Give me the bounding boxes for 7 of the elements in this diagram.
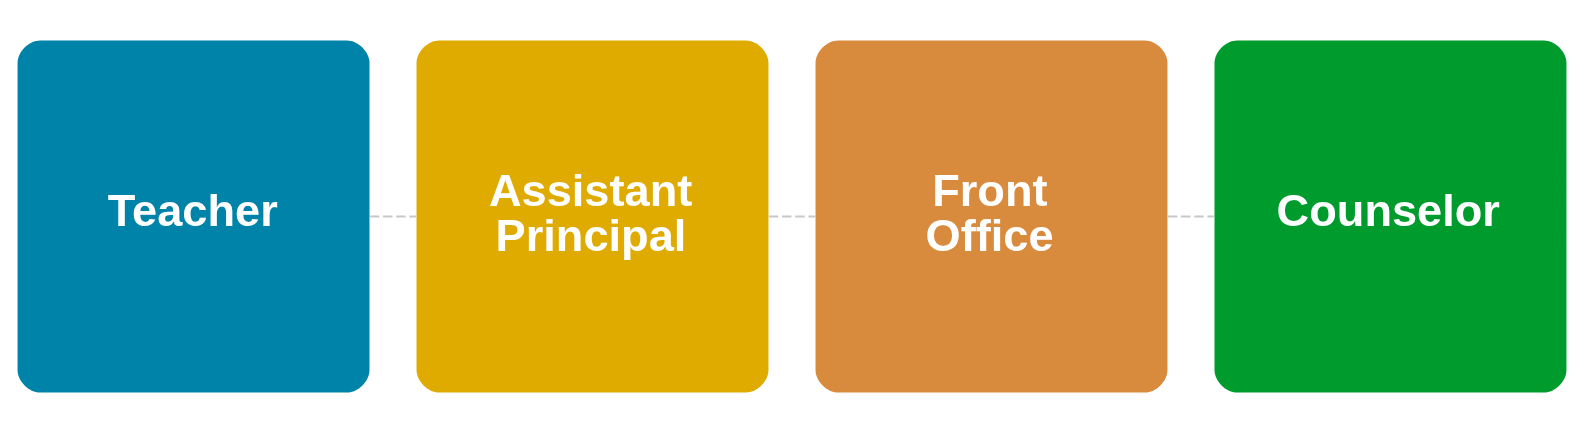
connector bbox=[1166, 215, 1215, 217]
connector bbox=[368, 215, 417, 217]
connector bbox=[767, 215, 816, 217]
node-box: Assistant Principal bbox=[416, 40, 769, 392]
node-box: Front Office bbox=[815, 40, 1168, 392]
node-box: Teacher bbox=[17, 40, 370, 392]
node-box: Counselor bbox=[1214, 40, 1567, 392]
